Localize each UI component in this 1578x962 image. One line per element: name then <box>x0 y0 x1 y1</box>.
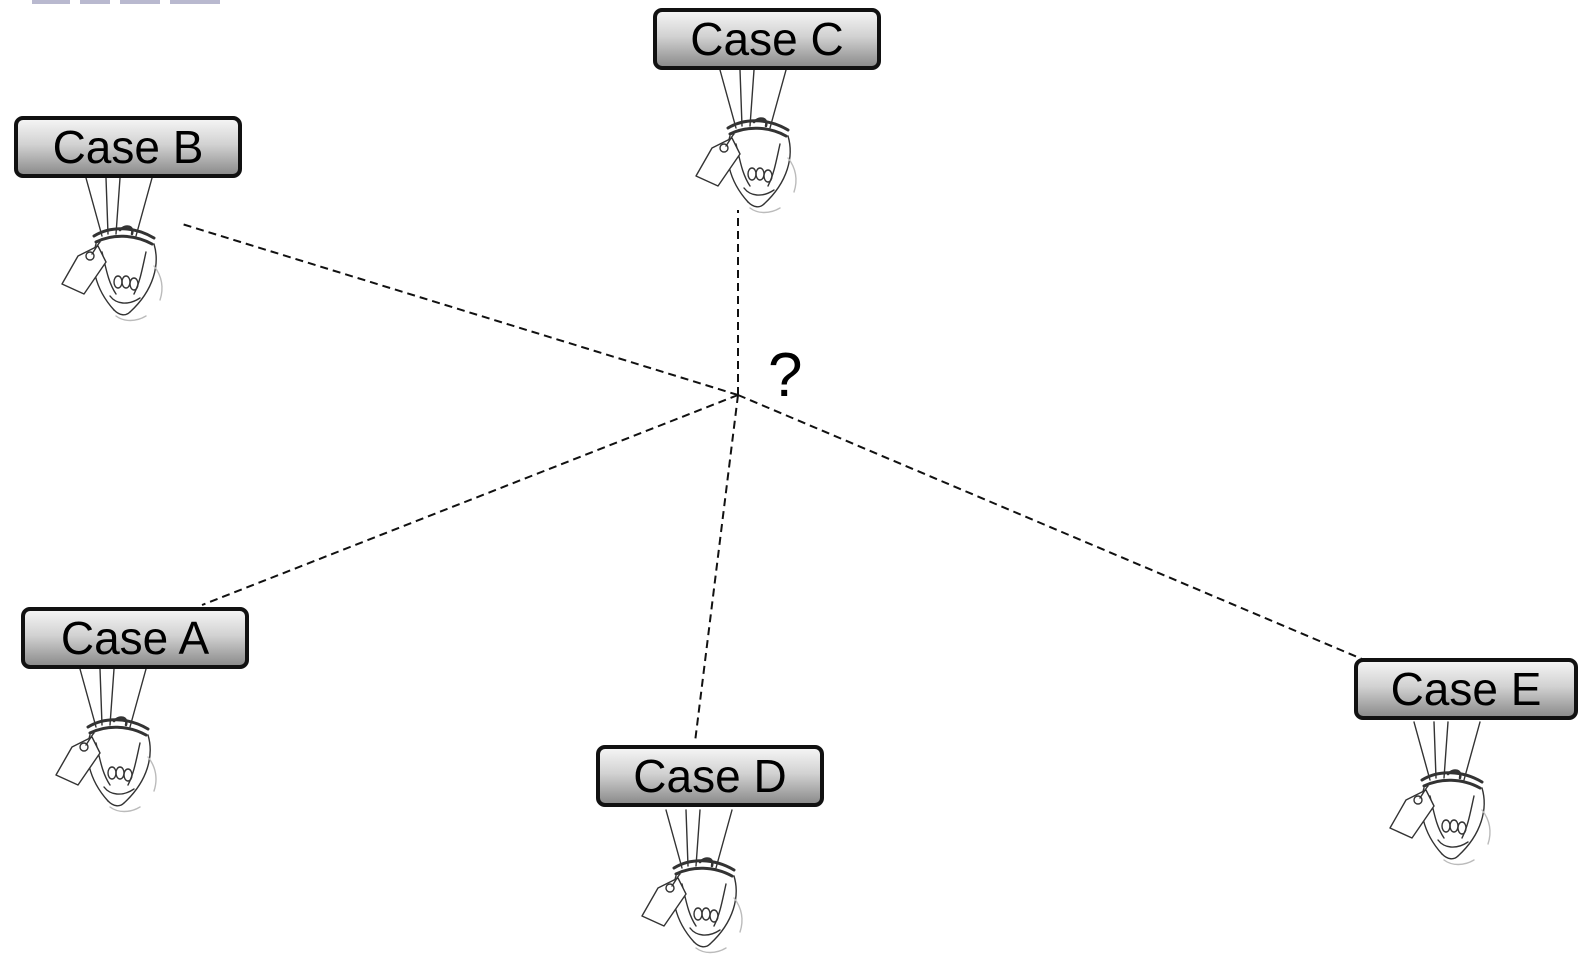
connector-hub-to-case-b <box>181 223 739 396</box>
case-e-box[interactable]: Case E <box>1354 658 1578 720</box>
case-a-hands-illustration <box>54 667 158 813</box>
case-e-hands-illustration <box>1388 720 1492 866</box>
corner-logo-icon <box>32 0 220 4</box>
case-d-hands-illustration <box>640 808 744 954</box>
case-d-box[interactable]: Case D <box>596 745 824 807</box>
case-c-hands-illustration <box>694 68 798 214</box>
connector-hub-to-case-a <box>201 394 739 606</box>
connector-hub-to-case-d <box>694 394 739 743</box>
connector-hub-to-case-e <box>737 394 1363 660</box>
case-c-box[interactable]: Case C <box>653 8 881 70</box>
case-a-box[interactable]: Case A <box>21 607 249 669</box>
case-b-hands-illustration <box>60 176 164 322</box>
case-b-box[interactable]: Case B <box>14 116 242 178</box>
hub-question-mark: ? <box>768 341 803 410</box>
